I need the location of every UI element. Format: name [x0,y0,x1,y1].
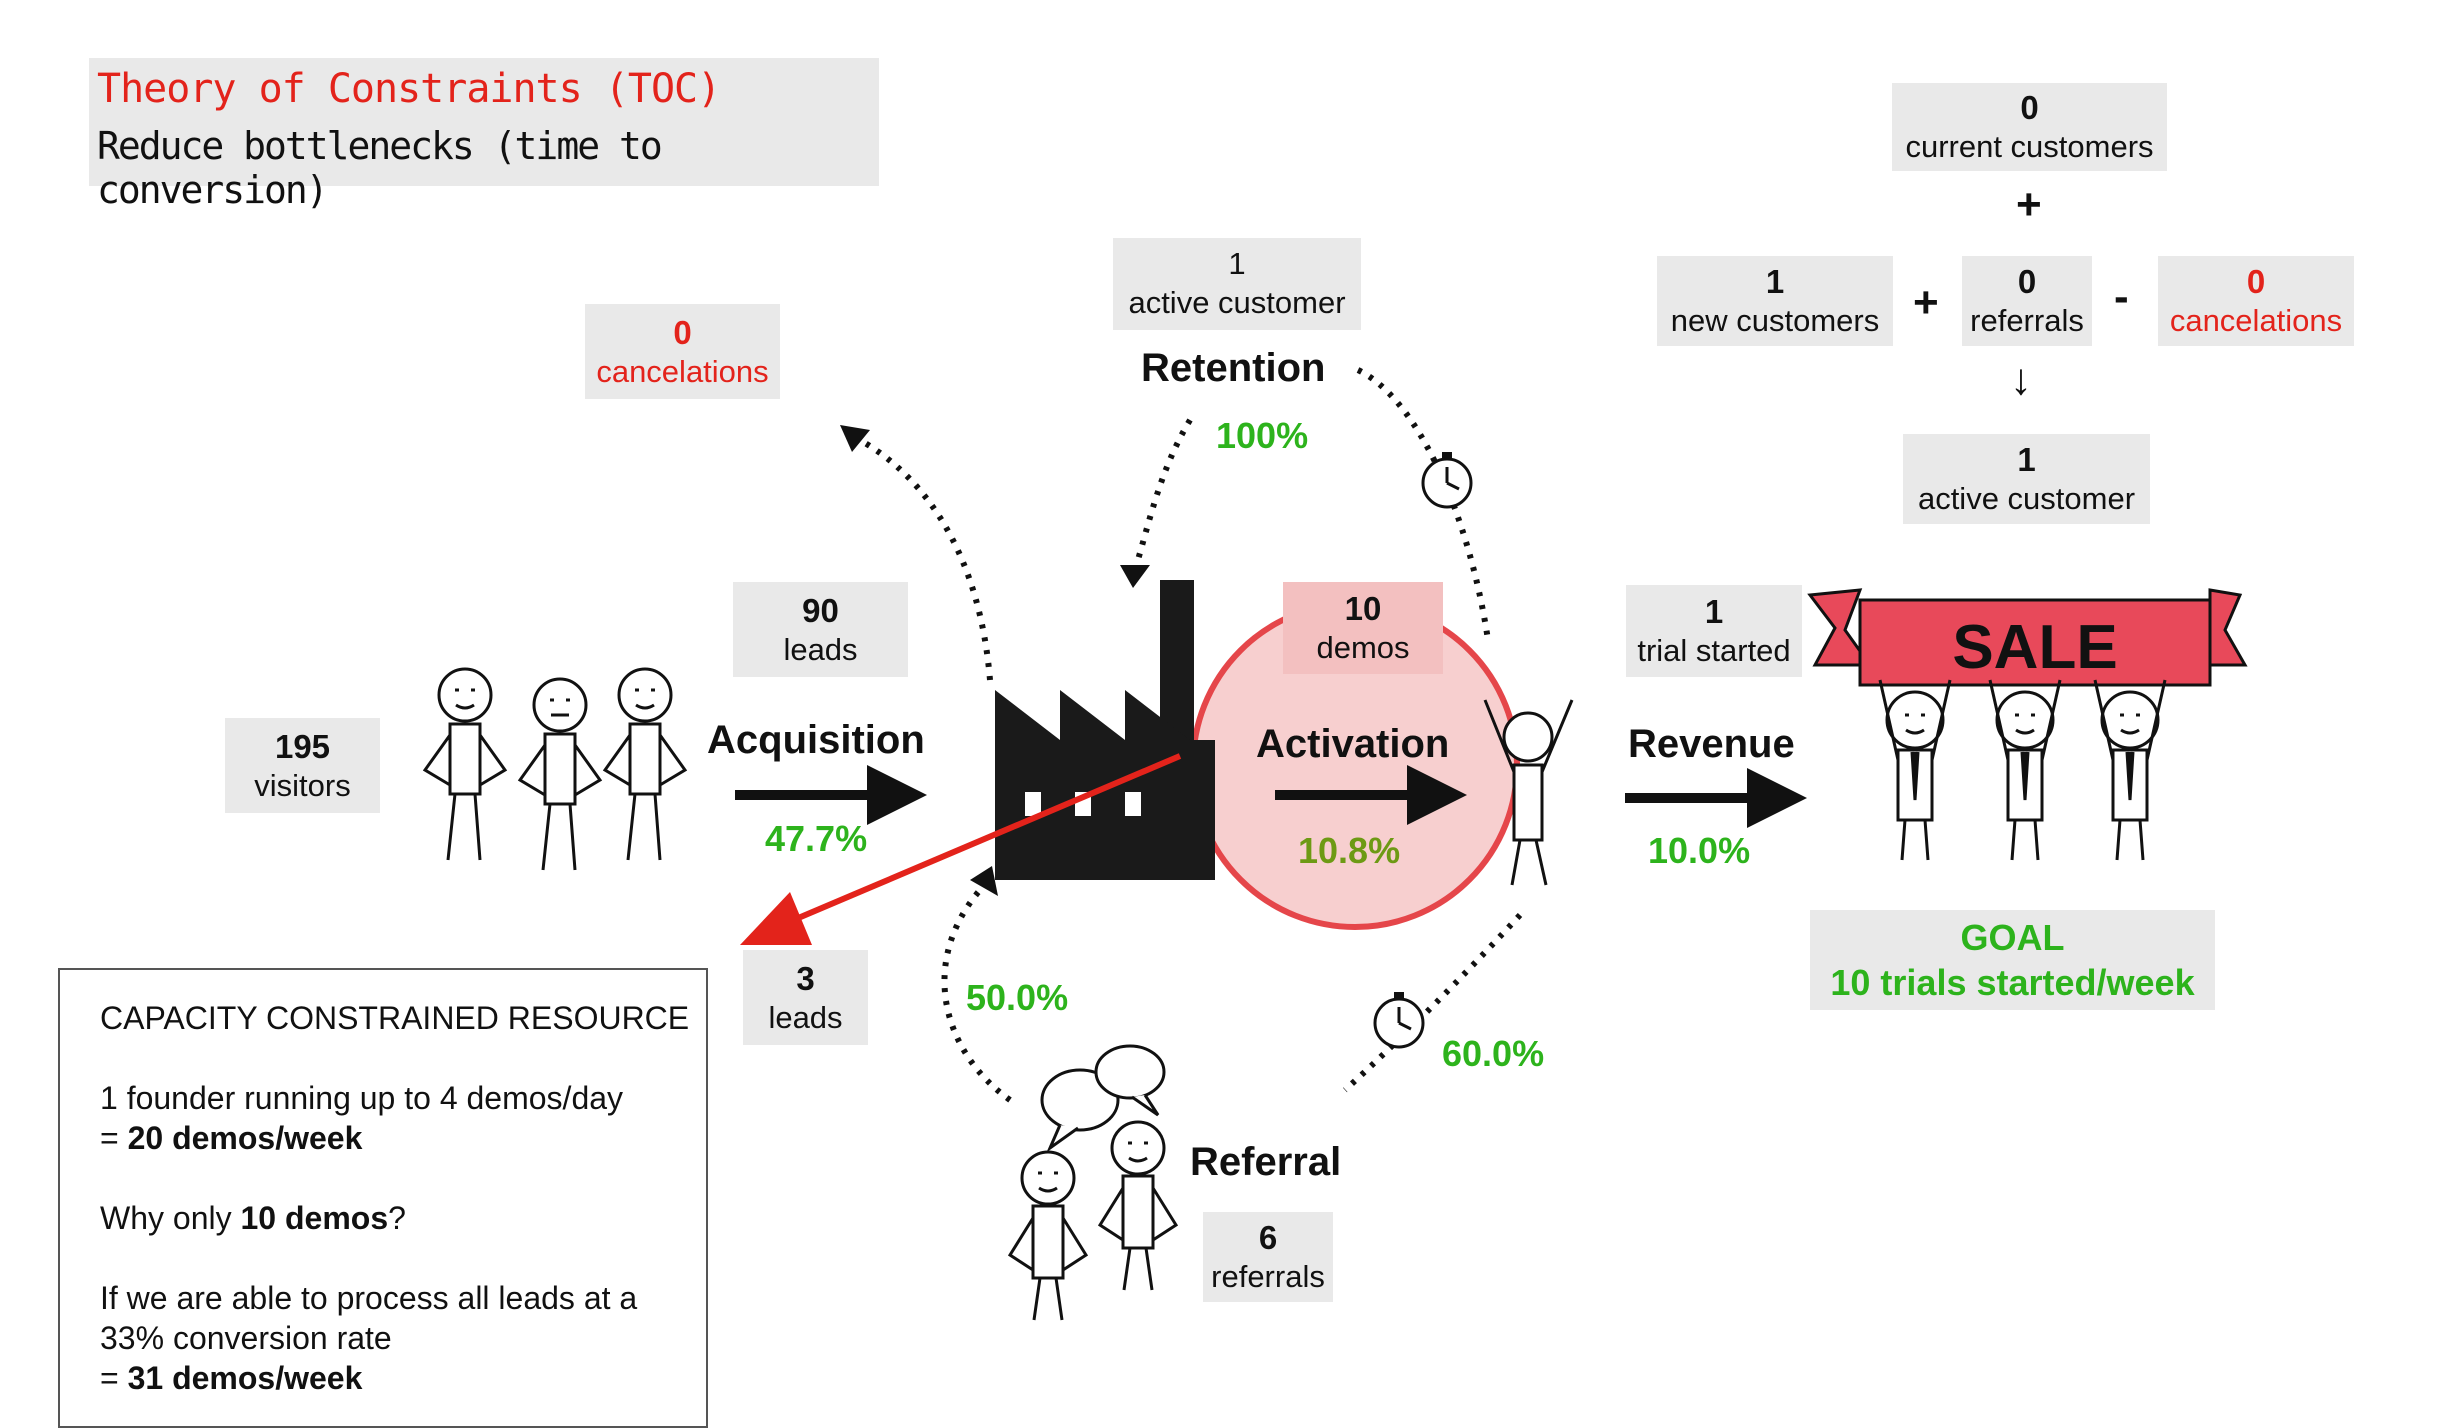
goal-title: GOAL [1960,917,2065,958]
revenue-stage-label: Revenue [1628,722,1795,766]
active-customer-box: 1 active customer [1903,434,2150,524]
leads-box: 90 leads [733,582,908,677]
cancelations-left-label: cancelations [596,353,769,389]
leads-value: 90 [802,591,839,629]
lost-leads-box: 3 leads [743,950,868,1045]
trial-label: trial started [1637,633,1791,669]
cancelation-arrowhead-icon [840,425,870,452]
constraint-title: CAPACITY CONSTRAINED RESOURCE [100,1000,690,1036]
svg-text:SALE: SALE [1952,613,2117,682]
constraint-line1: 1 founder running up to 4 demos/day [100,1080,624,1116]
retention-dotted-arrow-icon [1132,418,1193,571]
demos-label: demos [1316,630,1410,666]
minus-operator: - [2114,272,2129,321]
lost-leads-value: 3 [796,959,815,997]
referrals-box: 6 referrals [1203,1212,1333,1302]
retention-arrowhead-icon [1120,565,1150,588]
sale-figures-icon [1878,679,2167,861]
lost-leads-arrow-icon [768,753,1182,933]
constraint-line2: = 20 demos/week [100,1120,363,1156]
referral-stage-label: Referral [1190,1140,1342,1184]
retention-label: active customer [1128,285,1346,320]
visitors-box: 195 visitors [225,718,380,813]
plus-operator: + [1913,278,1939,327]
new-customers-box: 1 new customers [1657,256,1893,346]
visitors-label: visitors [254,767,351,803]
referrals-eq-label: referrals [1970,303,2084,339]
constraint-line5: 33% conversion rate [100,1320,392,1356]
constraint-line3: Why only 10 demos? [100,1200,406,1236]
trial-value: 1 [1704,593,1724,630]
goal-text: 10 trials started/week [1830,962,2195,1003]
referral-out-pct: 60.0% [1442,1033,1545,1074]
referral-in-dotted-icon [941,888,1012,1103]
referral-in-arrowhead-icon [970,866,998,896]
retention-stage-label: Retention [1141,346,1326,390]
cancelation-dotted-arrow-icon [858,437,993,681]
cancelations-eq-label: cancelations [2169,303,2343,339]
referrals-value: 6 [1258,1219,1278,1256]
activation-pct: 10.8% [1298,830,1401,871]
active-customer-label: active customer [1917,481,2136,517]
activation-stage-label: Activation [1256,722,1450,766]
retention-value: 1 [1228,246,1246,282]
current-customers-label: current customers [1905,129,2154,165]
page-title: Theory of Constraints (TOC) [97,66,721,112]
retention-box: 1 active customer [1113,238,1361,330]
referrals-eq-value: 0 [2017,263,2037,300]
referrals-label: referrals [1211,1259,1325,1295]
current-customers-value: 0 [2020,89,2039,126]
new-customers-label: new customers [1670,303,1880,339]
demos-value: 10 [1344,590,1382,627]
leads-label: leads [783,631,858,667]
visitors-figures-icon [422,667,688,871]
stopwatch-icon [1373,992,1425,1049]
referral-in-pct: 50.0% [966,977,1069,1018]
active-customer-value: 1 [2017,441,2036,478]
plus-operator: + [2016,180,2042,229]
constraint-line6: = 31 demos/week [100,1360,363,1396]
cancelations-eq-value: 0 [2246,263,2266,300]
current-customers-box: 0 current customers [1892,83,2167,171]
revenue-pct: 10.0% [1648,830,1751,871]
acquisition-stage-label: Acquisition [707,718,925,762]
cancelations-left-value: 0 [673,313,692,351]
constraint-line4: If we are able to process all leads at a [100,1280,638,1316]
constraint-box: CAPACITY CONSTRAINED RESOURCE 1 founder … [58,968,708,1428]
referral-figures-icon [1007,1120,1179,1321]
visitors-value: 195 [274,727,331,765]
goal-box: GOAL 10 trials started/week [1810,910,2215,1010]
activated-figure-icon [1483,699,1574,886]
factory-icon [995,580,1215,880]
retention-pct: 100% [1216,415,1309,456]
header-box: Theory of Constraints (TOC) Reduce bottl… [89,58,879,212]
lost-leads-label: leads [768,999,843,1035]
new-customers-value: 1 [1765,263,1785,300]
cancelations-left-box: 0 cancelations [585,304,780,399]
sale-banner-icon: SALE [1807,588,2248,687]
cancelations-eq-box: 0 cancelations [2158,256,2354,346]
lost-leads-arrowhead-icon [740,892,812,945]
down-arrow-icon: ↓ [2010,355,2032,404]
page-subtitle: Reduce bottlenecks (time to conversion) [97,124,663,212]
demos-box: 10 demos [1283,582,1443,674]
trial-box: 1 trial started [1626,585,1802,677]
stopwatch-icon [1421,452,1473,509]
speech-bubble-icon [1040,1044,1166,1153]
referrals-eq-box: 0 referrals [1962,256,2092,346]
acquisition-pct: 47.7% [765,818,868,859]
